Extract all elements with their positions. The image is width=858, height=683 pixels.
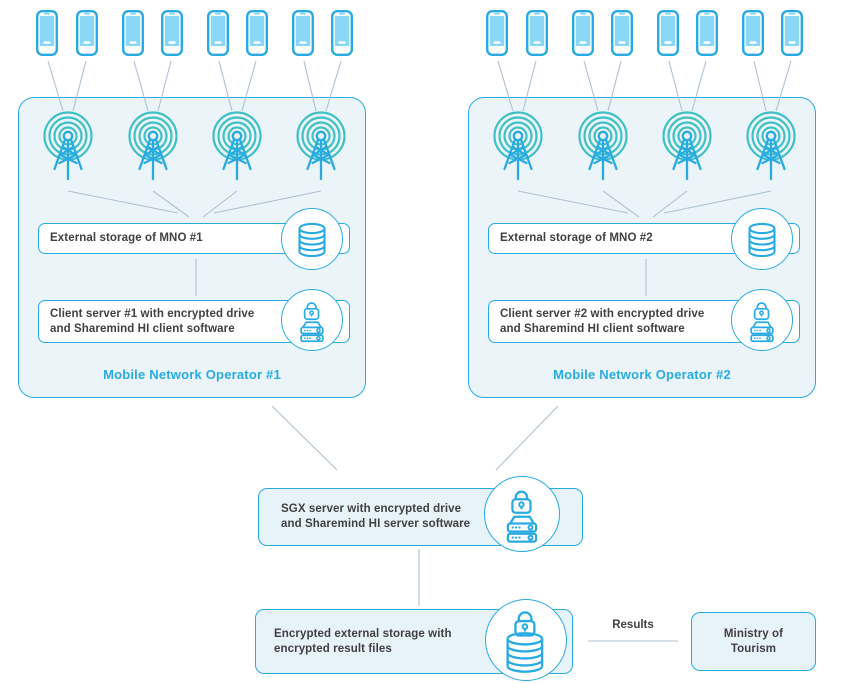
phone-icon	[331, 10, 354, 56]
antenna-tower-icon	[490, 106, 546, 188]
phone-icon	[611, 10, 634, 56]
phone-icon	[526, 10, 549, 56]
client-server-label-line1: Client server #2 with encrypted drive	[500, 307, 705, 320]
phone-icon	[572, 10, 595, 56]
database-icon	[731, 208, 793, 270]
antenna-tower-icon	[743, 106, 799, 188]
phone-icon	[36, 10, 59, 56]
phone-icon	[292, 10, 315, 56]
encrypted-storage-line2: encrypted result files	[274, 642, 392, 655]
antenna-tower-icon	[575, 106, 631, 188]
phone-icon	[696, 10, 719, 56]
phone-icon	[246, 10, 269, 56]
mno-group-1: External storage of MNO #1 Client server…	[0, 0, 408, 420]
encrypted-storage-line1: Encrypted external storage with	[274, 627, 452, 640]
sgx-label-line2: and Sharemind HI server software	[281, 518, 471, 530]
sgx-label-line1: SGX server with encrypted drive	[281, 503, 462, 515]
client-server-label-line1: Client server #1 with encrypted drive	[50, 307, 255, 320]
mno1-title: Mobile Network Operator #1	[103, 367, 281, 382]
antenna-tower-icon	[125, 106, 181, 188]
antenna-tower-icon	[40, 106, 96, 188]
lock-server-icon	[731, 289, 793, 351]
mno-group-2: External storage of MNO #2 Client server…	[450, 0, 858, 420]
lock-server-icon	[281, 289, 343, 351]
client-server-label-line2: and Sharemind HI client software	[500, 322, 685, 335]
external-storage-label: External storage of MNO #2	[500, 232, 653, 244]
ministry-box: Ministry of Tourism	[691, 612, 816, 671]
antenna-tower-icon	[293, 106, 349, 188]
phone-icon	[657, 10, 680, 56]
antenna-tower-icon	[209, 106, 265, 188]
phone-icon	[161, 10, 184, 56]
ministry-line2: Tourism	[730, 642, 777, 655]
external-storage-label: External storage of MNO #1	[50, 232, 203, 244]
lock-database-icon	[485, 599, 567, 681]
mno2-title: Mobile Network Operator #2	[553, 367, 731, 382]
client-server-label-line2: and Sharemind HI client software	[50, 322, 235, 335]
phone-icon	[76, 10, 99, 56]
results-label: Results	[612, 619, 654, 631]
phone-icon	[122, 10, 145, 56]
ministry-line1: Ministry of	[723, 627, 784, 640]
database-icon	[281, 208, 343, 270]
phone-icon	[486, 10, 509, 56]
antenna-tower-icon	[659, 106, 715, 188]
phone-icon	[781, 10, 804, 56]
lock-server-icon	[484, 476, 560, 552]
phone-icon	[207, 10, 230, 56]
phone-icon	[742, 10, 765, 56]
